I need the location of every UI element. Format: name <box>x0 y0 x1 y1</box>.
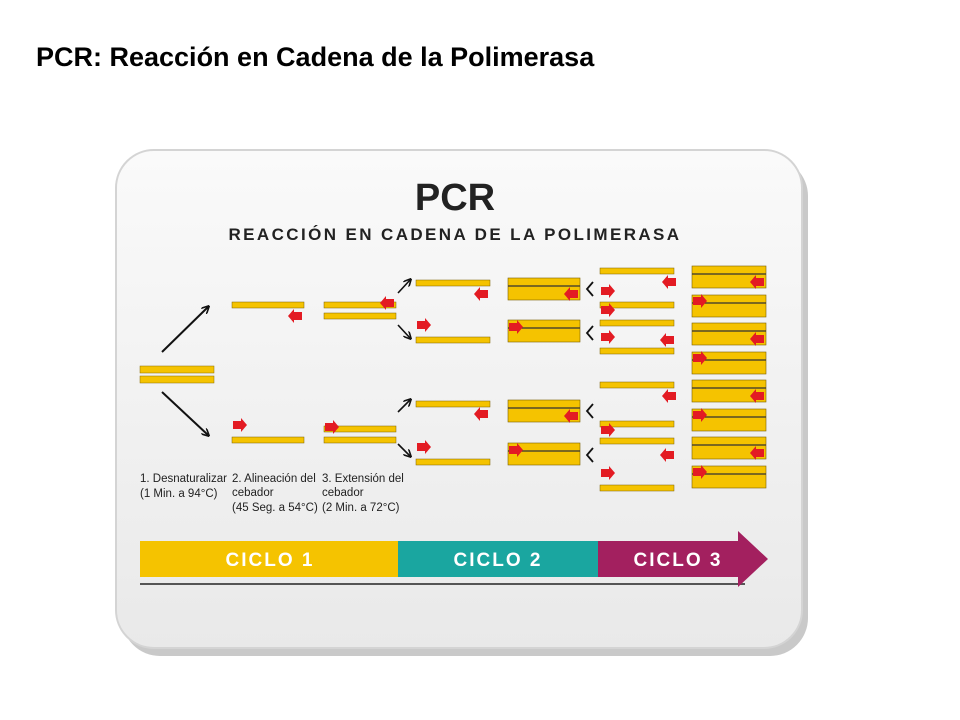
primer-arrow <box>509 320 523 334</box>
denature-arrow-up <box>161 307 208 353</box>
step-labels: 1. Desnaturalizar (1 Min. a 94°C) 2. Ali… <box>140 473 407 514</box>
primer-arrow <box>693 465 707 479</box>
dna-strand <box>415 279 491 287</box>
dna-strand <box>323 425 397 433</box>
dna-strand <box>599 381 675 389</box>
original-dna <box>139 365 215 384</box>
denature-arrow-down <box>161 391 208 435</box>
primer-arrow <box>417 440 431 454</box>
dna-strand <box>599 484 675 492</box>
dna-duplex <box>691 436 767 460</box>
primer-arrow <box>693 294 707 308</box>
step-annealing-label: 2. Alineación del cebador (45 Seg. a 54°… <box>232 473 319 514</box>
dna-strand <box>323 312 397 320</box>
primer-arrow <box>380 296 394 310</box>
dna-strand <box>415 400 491 408</box>
dna-strand <box>231 436 305 444</box>
primer-arrow <box>662 275 676 289</box>
primer-arrow <box>325 420 339 434</box>
primer-arrow <box>601 330 615 344</box>
cycle-3-segment <box>598 531 768 587</box>
dna-strand <box>599 319 675 327</box>
dna-strand <box>599 420 675 428</box>
primer-arrow <box>564 287 578 301</box>
primer-arrow <box>693 351 707 365</box>
split-chevron <box>585 325 594 341</box>
dna-duplex <box>507 399 581 423</box>
cycle-2-label: CICLO 2 <box>454 550 543 571</box>
primer-arrow <box>660 333 674 347</box>
cycle-1-label: CICLO 1 <box>226 550 315 571</box>
dna-strand <box>599 301 675 309</box>
primer-arrow <box>750 332 764 346</box>
dna-duplex <box>691 322 767 346</box>
dna-duplex <box>691 465 767 489</box>
cycle-3-label: CICLO 3 <box>634 550 723 571</box>
cycle-bar: CICLO 1 CICLO 2 CICLO 3 <box>140 531 768 587</box>
primer-arrow <box>750 389 764 403</box>
dna-strand <box>323 436 397 444</box>
diagram-title: PCR <box>415 177 495 219</box>
strand-layer <box>231 265 767 492</box>
primer-arrow <box>693 408 707 422</box>
primer-arrow <box>564 409 578 423</box>
dna-duplex <box>691 408 767 432</box>
step-extension-label: 3. Extensión del cebador (2 Min. a 72°C) <box>322 473 407 514</box>
dna-strand <box>415 336 491 344</box>
dna-duplex <box>691 294 767 318</box>
split-chevron <box>585 403 594 419</box>
split-chevron <box>585 281 594 297</box>
cycle-1-segment <box>140 541 398 577</box>
split-arrow <box>397 400 410 413</box>
dna-duplex <box>691 351 767 375</box>
dna-duplex <box>507 277 581 301</box>
dna-strand <box>599 437 675 445</box>
primer-arrow <box>509 443 523 457</box>
primer-arrow <box>288 309 302 323</box>
primer-arrow <box>601 466 615 480</box>
primer-arrow <box>233 418 247 432</box>
primer-arrow <box>601 303 615 317</box>
diagram-subtitle: REACCIÓN EN CADENA DE LA POLIMERASA <box>229 225 682 244</box>
primer-arrow <box>601 423 615 437</box>
primer-arrow <box>474 287 488 301</box>
cycle-2-segment <box>398 541 598 577</box>
dna-strand <box>415 458 491 466</box>
dna-strand <box>599 347 675 355</box>
split-arrow <box>397 280 410 294</box>
dna-duplex <box>691 379 767 403</box>
dna-strand <box>231 301 305 309</box>
slide-title: PCR: Reacción en Cadena de la Polimerasa <box>36 42 595 72</box>
dna-strand <box>323 301 397 309</box>
primer-arrow <box>750 275 764 289</box>
split-arrow <box>397 443 410 456</box>
dna-duplex <box>507 442 581 466</box>
dna-duplex <box>507 319 581 343</box>
dna-strand <box>599 267 675 275</box>
primer-arrow <box>601 284 615 298</box>
primer-arrow <box>417 318 431 332</box>
primer-arrow <box>750 446 764 460</box>
primer-arrow <box>474 407 488 421</box>
primer-arrow <box>662 389 676 403</box>
primer-arrow <box>660 448 674 462</box>
dna-duplex <box>691 265 767 289</box>
split-arrow <box>397 324 410 338</box>
split-chevron <box>585 447 594 463</box>
step-denature-label: 1. Desnaturalizar (1 Min. a 94°C) <box>140 473 230 500</box>
